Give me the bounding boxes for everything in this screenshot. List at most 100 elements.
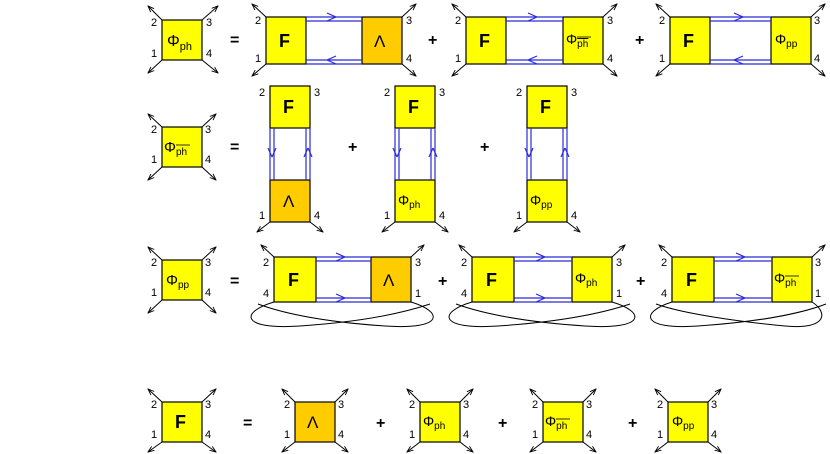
leg-label-4: 4 xyxy=(205,287,211,299)
f-label: F xyxy=(479,31,490,51)
f-label: F xyxy=(288,270,299,290)
f-box xyxy=(265,16,307,65)
f-box xyxy=(394,85,436,129)
vertex-label: F xyxy=(175,412,186,432)
phi-ph-label: Φph xyxy=(398,192,420,211)
propagator-arrow-right xyxy=(535,293,546,299)
propagator-arrow-right xyxy=(735,256,746,262)
term-f-phi-phbar-horizontal: F Φph 2 1 3 4 xyxy=(452,4,617,76)
leg-label-1: 1 xyxy=(151,429,157,441)
leg-label-3: 3 xyxy=(338,399,344,411)
term-f-phi-phbar-crossed: F Φph 2 4 3 1 xyxy=(650,245,827,328)
leg-label-2: 2 xyxy=(151,399,157,411)
equation-f: F 2 3 1 4 = Λ 2 3 1 4 + Φph xyxy=(148,389,721,452)
leg-label-4: 4 xyxy=(711,429,717,441)
propagator-arrow-right xyxy=(335,293,346,299)
leg-label-2: 2 xyxy=(263,257,269,269)
leg-1 xyxy=(656,63,671,76)
propagator-arrow-right xyxy=(335,297,346,303)
phi-pp-box xyxy=(526,179,568,223)
leg-3 xyxy=(582,389,596,403)
leg-label-2: 2 xyxy=(409,399,415,411)
leg-label-1: 1 xyxy=(532,429,538,441)
leg-1 xyxy=(252,63,267,76)
leg-label-2: 2 xyxy=(259,87,265,99)
leg-4 xyxy=(602,63,617,76)
leg-4 xyxy=(201,166,216,180)
lambda-label: Λ xyxy=(307,413,319,432)
leg-3 xyxy=(459,389,473,403)
propagator-arrow-right xyxy=(527,12,538,18)
vertex-box xyxy=(161,19,203,61)
leg-3 xyxy=(334,389,348,403)
leg-1 xyxy=(148,166,163,180)
leg-label-4: 4 xyxy=(205,429,211,441)
leg-label-1: 1 xyxy=(284,429,290,441)
propagator-arrow-left xyxy=(733,55,744,61)
plus-sign: + xyxy=(635,32,644,49)
crossed-leg-1 xyxy=(257,301,434,328)
lhs-phi-pp: Φpp 2 3 1 4 xyxy=(148,247,216,313)
leg-2 xyxy=(261,245,275,258)
leg-2 xyxy=(252,4,267,18)
leg-label-1: 1 xyxy=(409,429,415,441)
plus-sign: + xyxy=(438,273,447,290)
propagator-arrow-up xyxy=(564,147,570,158)
propagator-arrow-down xyxy=(392,147,398,158)
lhs-phi-ph: Φph 2 3 1 4 xyxy=(148,6,218,73)
leg-1 xyxy=(382,221,396,232)
propagator-arrow-right xyxy=(335,252,346,258)
leg-3 xyxy=(201,247,216,261)
phi-ph-box xyxy=(394,179,436,223)
plus-sign: + xyxy=(480,139,489,156)
leg-1 xyxy=(257,221,271,232)
vertex-box xyxy=(161,126,203,168)
leg-1 xyxy=(452,63,467,76)
leg-3 xyxy=(201,6,218,21)
leg-label-4: 4 xyxy=(661,288,667,300)
leg-label-1: 1 xyxy=(815,288,821,300)
leg-label-1: 1 xyxy=(415,288,421,300)
leg-label-3: 3 xyxy=(607,15,613,27)
leg-label-4: 4 xyxy=(463,429,469,441)
leg-4 xyxy=(582,441,596,452)
leg-2 xyxy=(659,245,673,258)
propagator-arrow-right xyxy=(735,252,746,258)
propagator-arrow-right xyxy=(326,16,337,22)
leg-label-2: 2 xyxy=(455,15,461,27)
leg-2 xyxy=(148,247,163,261)
phi-pp-box xyxy=(770,16,812,65)
propagator-arrow-right xyxy=(535,297,546,303)
propagator-arrow-down xyxy=(396,147,402,158)
phi-phbar-label: Φph xyxy=(566,31,588,50)
leg-label-1: 1 xyxy=(657,429,663,441)
propagator-arrow-up xyxy=(428,147,434,158)
lambda-box xyxy=(294,401,336,443)
leg-label-2: 2 xyxy=(284,399,290,411)
leg-label-2: 2 xyxy=(151,124,157,136)
phi-phbar-box xyxy=(542,401,584,443)
leg-label-1: 1 xyxy=(259,210,265,222)
propagator-arrow-down xyxy=(524,147,530,158)
leg-label-1: 1 xyxy=(255,53,261,65)
crossed-leg-4 xyxy=(650,301,827,328)
propagator-arrow-up xyxy=(307,147,313,158)
leg-3 xyxy=(707,389,721,403)
f-label: F xyxy=(279,31,290,51)
leg-label-3: 3 xyxy=(205,257,211,269)
propagator-arrow-right xyxy=(535,252,546,258)
term-phi-pp: Φpp 2 3 1 4 xyxy=(655,389,721,452)
propagator-arrow-left xyxy=(733,59,744,65)
leg-4 xyxy=(566,221,580,232)
f-box xyxy=(671,256,715,303)
leg-label-3: 3 xyxy=(711,399,717,411)
propagator-arrow-down xyxy=(267,147,273,158)
propagator-arrow-right xyxy=(733,16,744,22)
leg-label-3: 3 xyxy=(206,17,212,29)
equation-phi-ph: Φph 2 3 1 4 = F Λ xyxy=(148,4,825,76)
leg-2 xyxy=(655,389,669,403)
crossed-leg-1 xyxy=(655,301,823,328)
term-f-phi-pp-horizontal: F Φpp 2 1 3 4 xyxy=(656,4,825,76)
